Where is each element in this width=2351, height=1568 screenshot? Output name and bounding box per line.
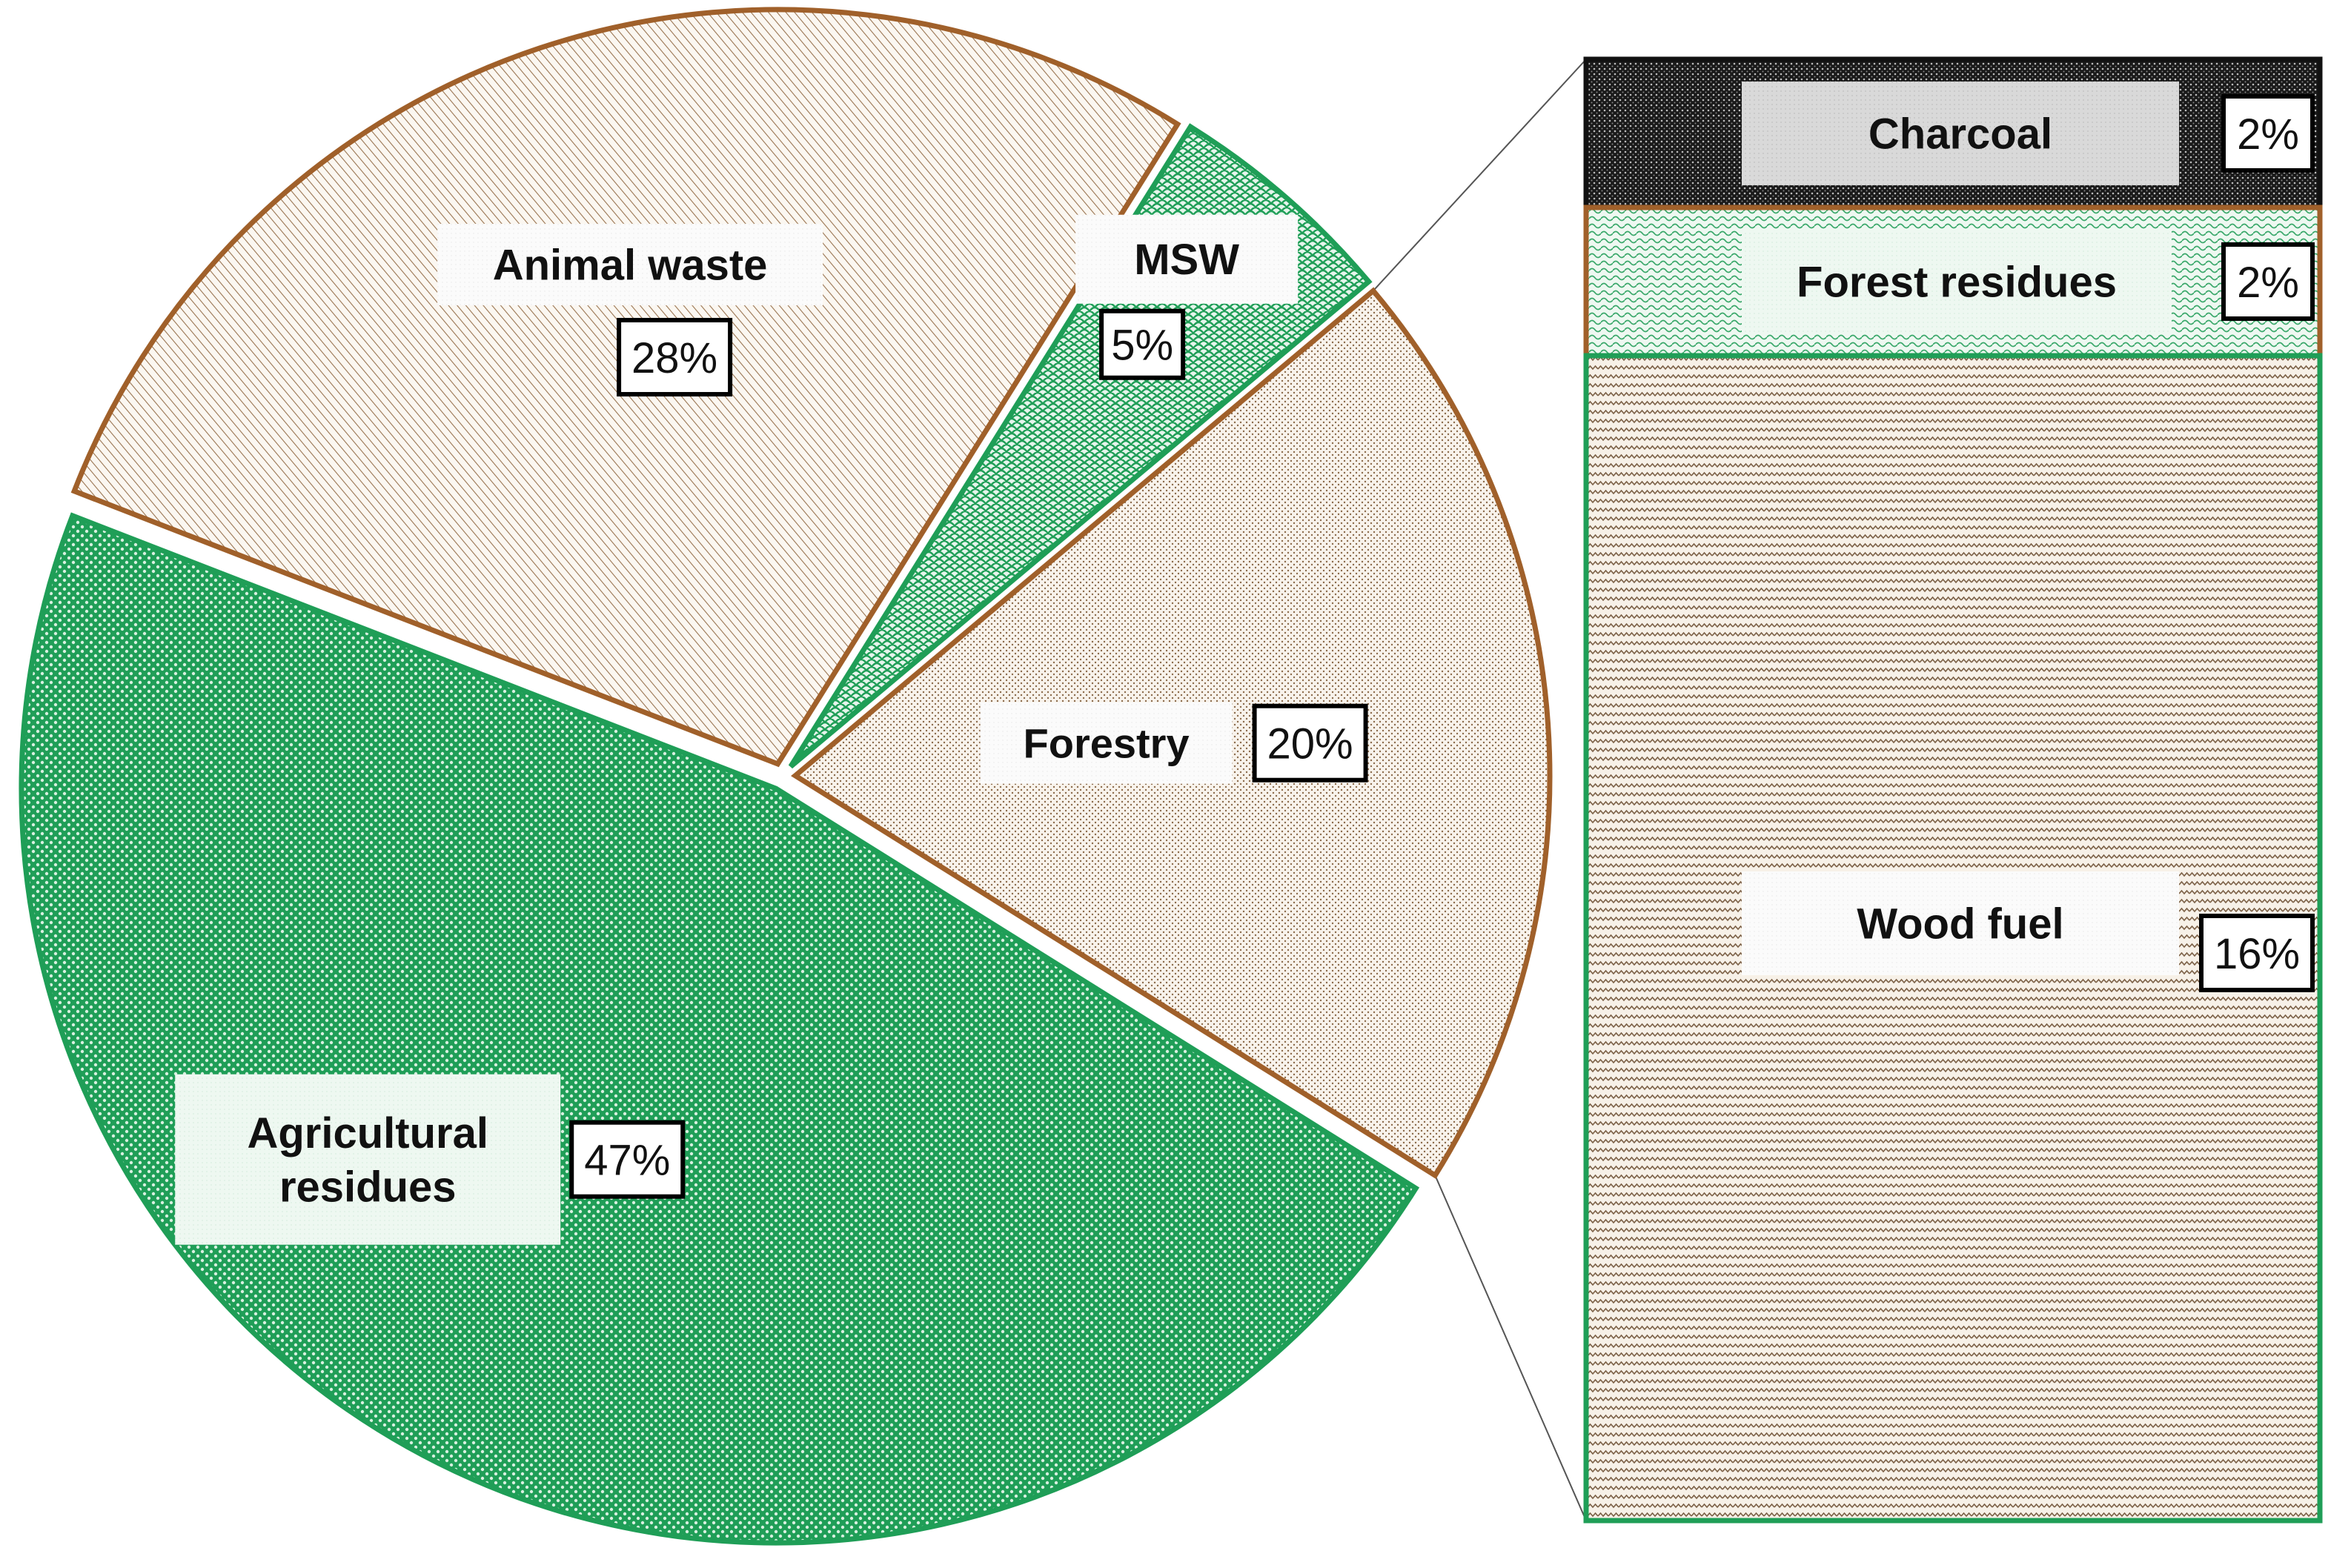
bar-label-charcoal: Charcoal: [1742, 82, 2179, 185]
bar-value-wood-fuel-text: 16%: [2214, 930, 2300, 978]
bar-value-forest-residues: 2%: [2221, 242, 2315, 321]
slice-value-agricultural-residues-text: 47%: [584, 1137, 670, 1185]
slice-label-forestry-text: Forestry: [1024, 720, 1190, 766]
slice-value-msw-text: 5%: [1111, 322, 1173, 370]
slice-label-msw-background: [1075, 214, 1299, 304]
slice-value-msw: 5%: [1099, 308, 1186, 380]
slice-label-animal-waste-text: Animal waste: [493, 241, 768, 289]
bar-value-charcoal-text: 2%: [2237, 110, 2299, 159]
slice-label-animal-waste-background: [437, 224, 823, 306]
slice-value-animal-waste-text: 28%: [631, 334, 717, 382]
slice-label-msw-text: MSW: [1134, 236, 1239, 284]
connector-lines: [1373, 59, 1587, 1521]
slice-label-animal-waste: Animal waste: [437, 224, 823, 306]
slice-value-animal-waste-box: [617, 318, 733, 397]
bar-label-wood-fuel-text: Wood fuel: [1857, 900, 2063, 948]
slice-label-agricultural-residues-background: [175, 1074, 561, 1245]
pie-slice-agricultural-residues: [19, 512, 1420, 1546]
bar-label-forest-residues: Forest residues: [1742, 230, 2172, 333]
slice-value-forestry: 20%: [1252, 703, 1368, 783]
bar-label-wood-fuel: Wood fuel: [1742, 871, 2179, 975]
bar-value-charcoal-box: [2221, 94, 2315, 173]
bar-label-forest-residues-background: [1742, 230, 2172, 333]
bar-label-charcoal-background: [1742, 82, 2179, 185]
connector-line-top: [1373, 59, 1587, 292]
connector-line-bottom: [1434, 1175, 1587, 1521]
slice-label-forestry: Forestry: [980, 702, 1233, 784]
slice-label-agricultural-residues: Agricultural residues: [175, 1074, 561, 1245]
bar-label-forest-residues-text: Forest residues: [1797, 258, 2117, 306]
slice-label-agricultural-residues-text: Agricultural: [247, 1109, 488, 1157]
slice-value-forestry-box: [1252, 703, 1368, 783]
slice-value-agricultural-residues-box: [569, 1120, 686, 1199]
bar-value-forest-residues-box: [2221, 242, 2315, 321]
slice-label-msw: MSW: [1075, 214, 1299, 304]
slice-label-agricultural-residues-text: residues: [279, 1163, 457, 1211]
bar-value-wood-fuel-box: [2199, 914, 2315, 992]
bar-value-charcoal: 2%: [2221, 94, 2315, 173]
bar-label-charcoal-text: Charcoal: [1868, 110, 2052, 158]
slice-value-animal-waste: 28%: [617, 318, 733, 397]
bar-label-wood-fuel-background: [1742, 871, 2179, 975]
slice-value-msw-box: [1099, 308, 1186, 380]
bar-value-forest-residues-text: 2%: [2237, 259, 2299, 307]
data-labels: Forestry 20% Agricultural residues 47% Animal…: [175, 82, 2315, 1245]
slice-value-agricultural-residues: 47%: [569, 1120, 686, 1199]
bar-value-wood-fuel: 16%: [2199, 914, 2315, 992]
slice-label-forestry-background: [980, 702, 1233, 784]
slice-value-forestry-text: 20%: [1267, 720, 1353, 768]
